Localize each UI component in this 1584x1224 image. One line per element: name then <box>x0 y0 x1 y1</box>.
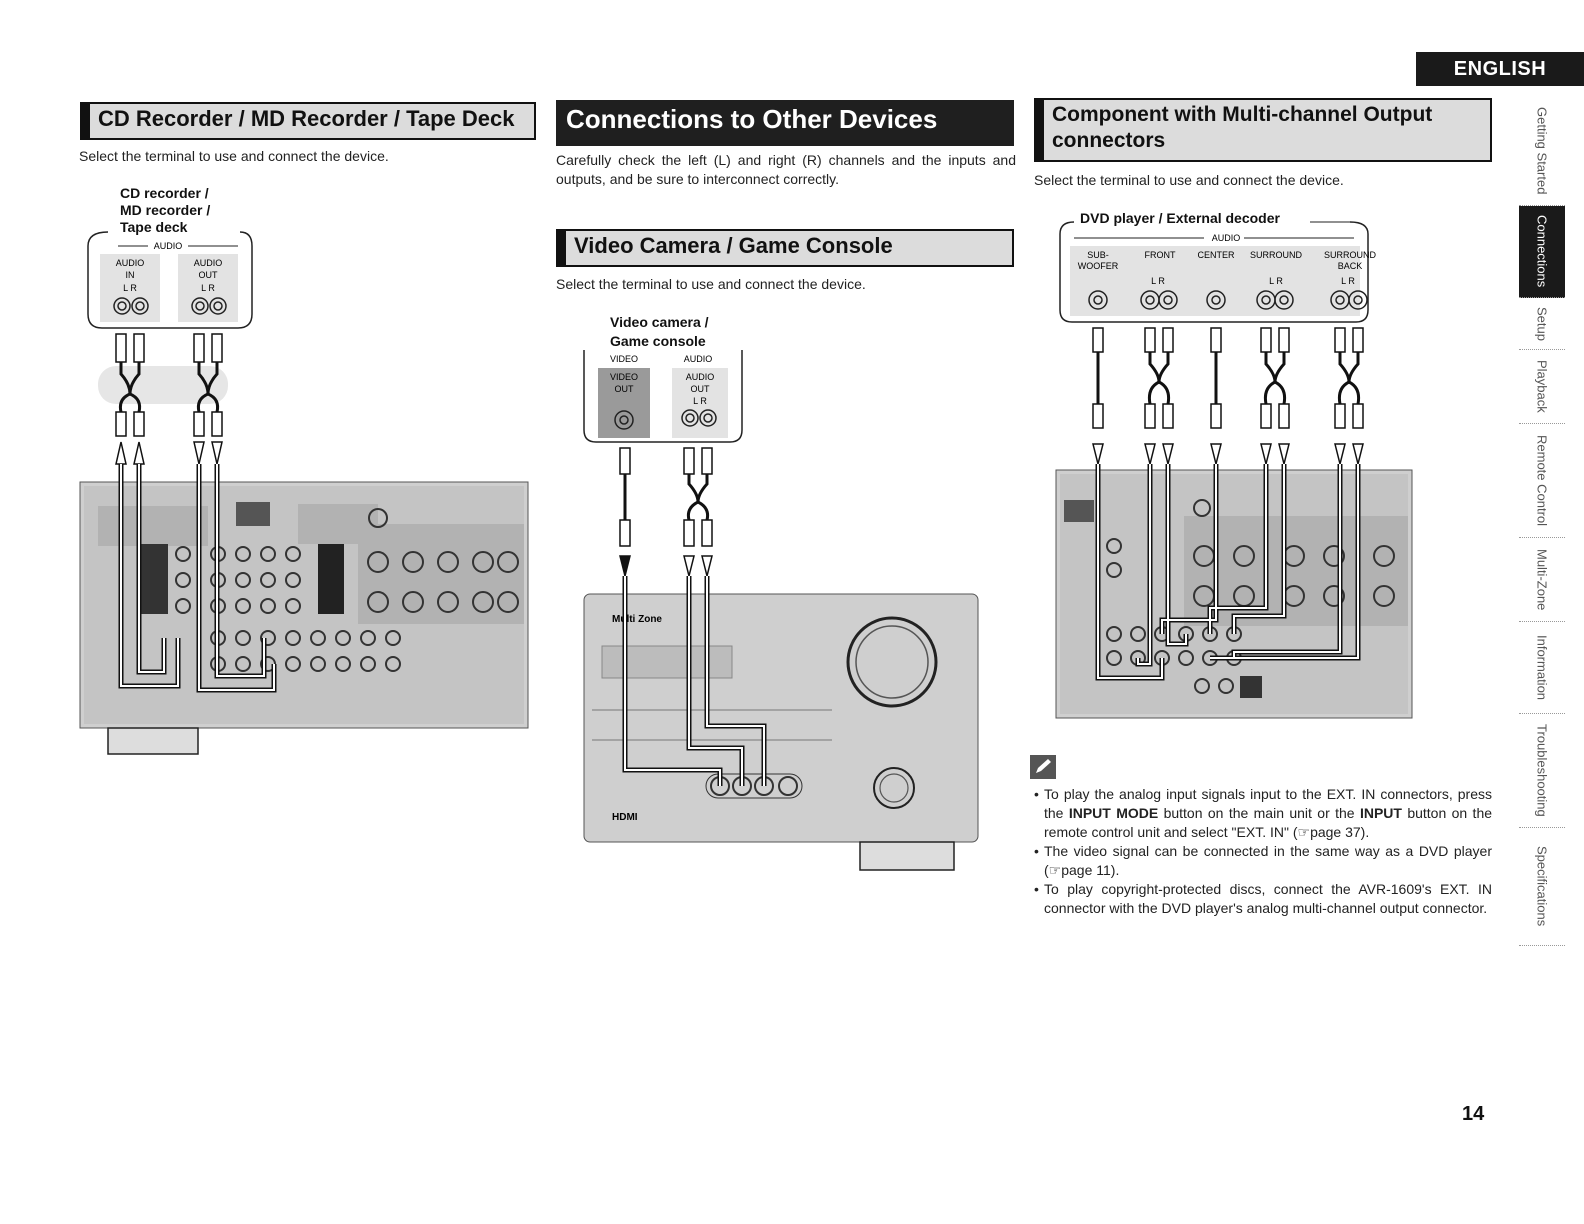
cd-connection-diagram: AUDIO AUDIO IN AUDIO OUT L R L R <box>79 231 529 755</box>
side-nav-label: Playback <box>1534 360 1550 413</box>
port-subwoofer: SUB- <box>1087 250 1109 260</box>
surround-lr: L R <box>1269 276 1283 286</box>
cd-section-title: CD Recorder / MD Recorder / Tape Deck <box>80 102 536 140</box>
side-nav-label: Specifications <box>1534 846 1550 927</box>
note-item: The video signal can be connected in the… <box>1034 842 1492 880</box>
page-ref-link[interactable]: page 11). <box>1061 862 1120 878</box>
input-mode-button-ref: INPUT MODE <box>1068 805 1159 821</box>
cd-lr-label-2: L R <box>201 283 215 293</box>
multich-audio-label: AUDIO <box>1212 233 1241 243</box>
video-connection-diagram: VIDEO AUDIO VIDEO OUT AUDIO OUT L R Mult… <box>583 350 979 871</box>
side-nav-label: Getting Started <box>1534 106 1550 195</box>
note-item: To play copyright-protected discs, conne… <box>1034 880 1492 918</box>
note-pencil-icon <box>1030 755 1056 779</box>
page-ref-icon: ☞ <box>1048 862 1062 878</box>
cd-audio-out-label-2: OUT <box>199 270 219 280</box>
video-audio-label: AUDIO <box>684 354 713 364</box>
side-nav-setup[interactable]: Setup <box>1519 298 1565 350</box>
port-front: FRONT <box>1145 250 1176 260</box>
port-center: CENTER <box>1197 250 1235 260</box>
hdmi-logo: HDMI <box>612 812 638 823</box>
side-nav-label: Remote Control <box>1534 434 1550 527</box>
cd-lr-label: L R <box>123 283 137 293</box>
side-nav-specifications[interactable]: Specifications <box>1519 828 1565 946</box>
port-surround-back: SURROUND <box>1324 250 1377 260</box>
side-nav-remote-control[interactable]: Remote Control <box>1519 424 1565 538</box>
input-button-ref: INPUT <box>1359 805 1402 821</box>
notes-list: To play the analog input signals input t… <box>1034 785 1492 918</box>
page-number: 14 <box>1462 1103 1485 1125</box>
side-nav-label: Troubleshooting <box>1534 724 1550 817</box>
side-nav: Getting Started Connections Setup Playba… <box>1519 96 1584 946</box>
cd-audio-in-label: AUDIO <box>116 258 145 268</box>
side-nav-information[interactable]: Information <box>1519 622 1565 714</box>
audio-out-label: AUDIO <box>686 372 715 382</box>
port-surround-back-2: BACK <box>1338 261 1363 271</box>
multich-section-desc: Select the terminal to use and connect t… <box>1034 172 1344 188</box>
video-out-label: VIDEO <box>610 372 638 382</box>
video-out-label-2: OUT <box>615 384 635 394</box>
port-subwoofer-2: WOOFER <box>1078 261 1119 271</box>
video-video-label: VIDEO <box>610 354 638 364</box>
connections-section-desc: Carefully check the left (L) and right (… <box>556 152 1016 187</box>
video-device-label: Video camera / Game console <box>610 314 709 349</box>
page-ref-link[interactable]: page 37). <box>1310 824 1370 840</box>
cd-audio-out-label: AUDIO <box>194 258 223 268</box>
side-nav-playback[interactable]: Playback <box>1519 350 1565 424</box>
side-nav-multi-zone[interactable]: Multi-Zone <box>1519 538 1565 622</box>
multich-connection-diagram: AUDIO SUB- WOOFER FRONT CENTER SURROUND … <box>1055 221 1413 719</box>
side-nav-label: Information <box>1534 634 1550 701</box>
video-section-desc: Select the terminal to use and connect t… <box>556 276 866 292</box>
front-zone-label: Multi Zone <box>612 614 662 625</box>
front-lr: L R <box>1151 276 1165 286</box>
multich-section-title: Component with Multi-channel Output conn… <box>1034 98 1492 162</box>
cd-audio-label: AUDIO <box>154 241 183 251</box>
port-surround: SURROUND <box>1250 250 1303 260</box>
side-nav-troubleshooting[interactable]: Troubleshooting <box>1519 714 1565 828</box>
cd-audio-in-label-2: IN <box>126 270 135 280</box>
side-nav-getting-started[interactable]: Getting Started <box>1519 96 1565 206</box>
language-tab[interactable]: ENGLISH <box>1416 52 1584 86</box>
connections-section-title: Connections to Other Devices <box>556 100 1014 146</box>
cd-section-desc: Select the terminal to use and connect t… <box>79 148 389 164</box>
video-section-title: Video Camera / Game Console <box>556 229 1014 267</box>
page-ref-icon: ☞ <box>1297 824 1311 840</box>
side-nav-label: Setup <box>1534 306 1550 341</box>
side-nav-label: Multi-Zone <box>1534 548 1550 611</box>
side-nav-label: Connections <box>1534 215 1550 288</box>
side-nav-connections[interactable]: Connections <box>1519 206 1565 298</box>
cd-device-label: CD recorder / MD recorder / Tape deck <box>120 185 211 235</box>
video-lr-label: L R <box>693 396 707 406</box>
multich-device-label: DVD player / External decoder <box>1080 210 1280 226</box>
audio-out-label-2: OUT <box>691 384 711 394</box>
back-lr: L R <box>1341 276 1355 286</box>
note-item: To play the analog input signals input t… <box>1034 785 1492 842</box>
